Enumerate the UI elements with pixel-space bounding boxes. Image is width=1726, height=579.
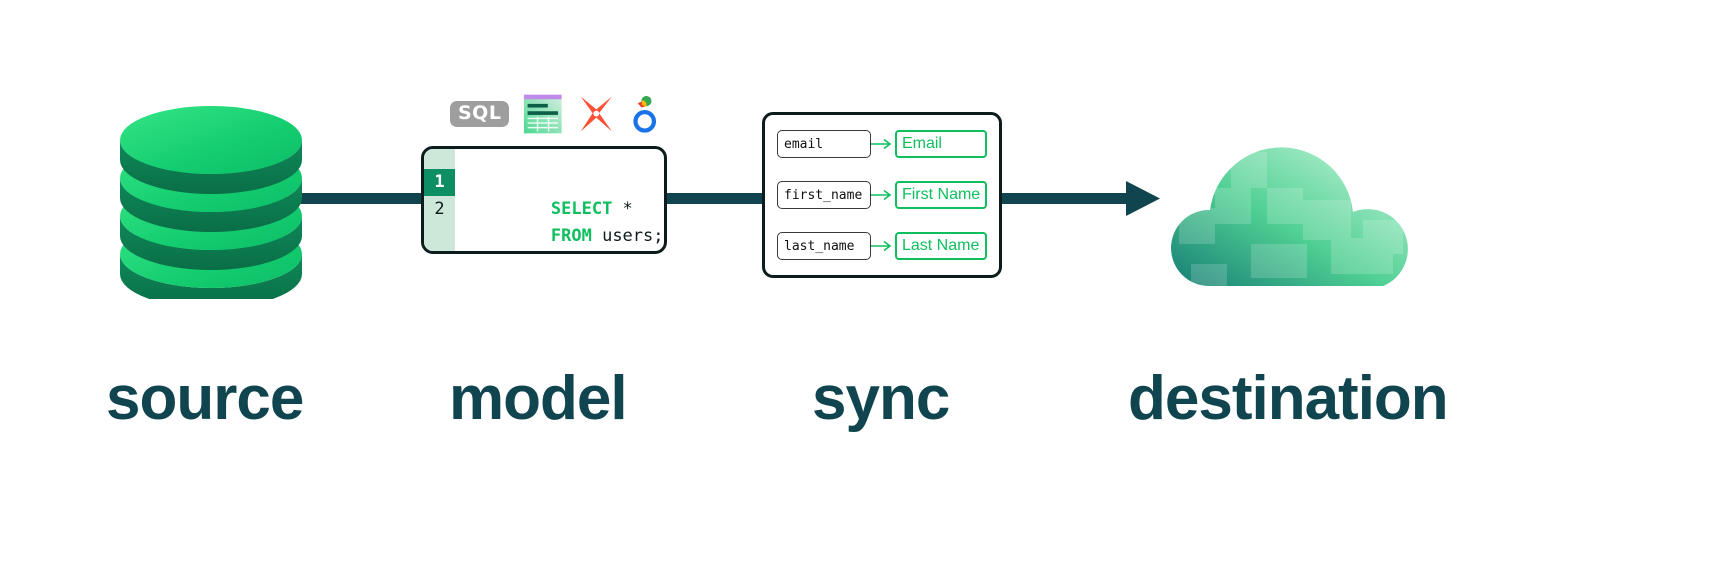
code-line: SELECT * (469, 169, 664, 219)
mapping-row: first_name First Name (777, 180, 987, 210)
stage-label-source: source (106, 364, 304, 433)
model-tool-icons: SQL (450, 90, 660, 138)
destination-field-input[interactable]: First Name (894, 181, 987, 209)
mapping-arrow-icon (870, 240, 892, 252)
sql-keyword: FROM (550, 226, 592, 246)
database-cylinder-icon (120, 106, 302, 299)
stage-label-model: model (449, 364, 628, 433)
sql-editor[interactable]: 1 2 SELECT * FROM users; (421, 146, 667, 254)
sql-text: users; (591, 226, 664, 246)
sql-badge-icon: SQL (450, 100, 510, 128)
destination-field-input[interactable]: Email (894, 130, 987, 158)
code-line: FROM users; (469, 196, 664, 246)
destination-field-input[interactable]: Last Name (894, 232, 987, 260)
mapping-arrow-icon (870, 138, 892, 150)
field-mapping-panel: email Email first_name First Name last_n… (762, 112, 1002, 278)
looker-icon (633, 96, 656, 133)
connector-source-to-model (300, 193, 430, 204)
source-field-input[interactable]: last_name (777, 232, 871, 260)
source-field-input[interactable]: email (777, 130, 871, 158)
connector-model-to-sync (660, 193, 770, 204)
mapping-row: last_name Last Name (777, 231, 987, 261)
stage-label-sync: sync (812, 364, 950, 433)
mapping-row: email Email (777, 129, 987, 159)
stage-label-destination: destination (1128, 364, 1449, 433)
sql-editor-gutter: 1 2 (424, 149, 455, 251)
sql-keyword: SELECT (550, 199, 613, 219)
sql-editor-code[interactable]: SELECT * FROM users; (455, 149, 664, 251)
google-sheets-icon (524, 94, 563, 134)
text-caret (663, 225, 664, 244)
connector-sync-to-destination (1000, 193, 1135, 204)
dbt-icon (580, 96, 612, 132)
sql-text: * (612, 199, 633, 219)
cloud-icon (1171, 147, 1408, 286)
arrow-head-icon (1126, 181, 1160, 216)
mapping-arrow-icon (870, 189, 892, 201)
gutter-line-number: 1 (424, 169, 455, 196)
source-field-input[interactable]: first_name (777, 181, 871, 209)
gutter-line-number: 2 (434, 199, 445, 219)
